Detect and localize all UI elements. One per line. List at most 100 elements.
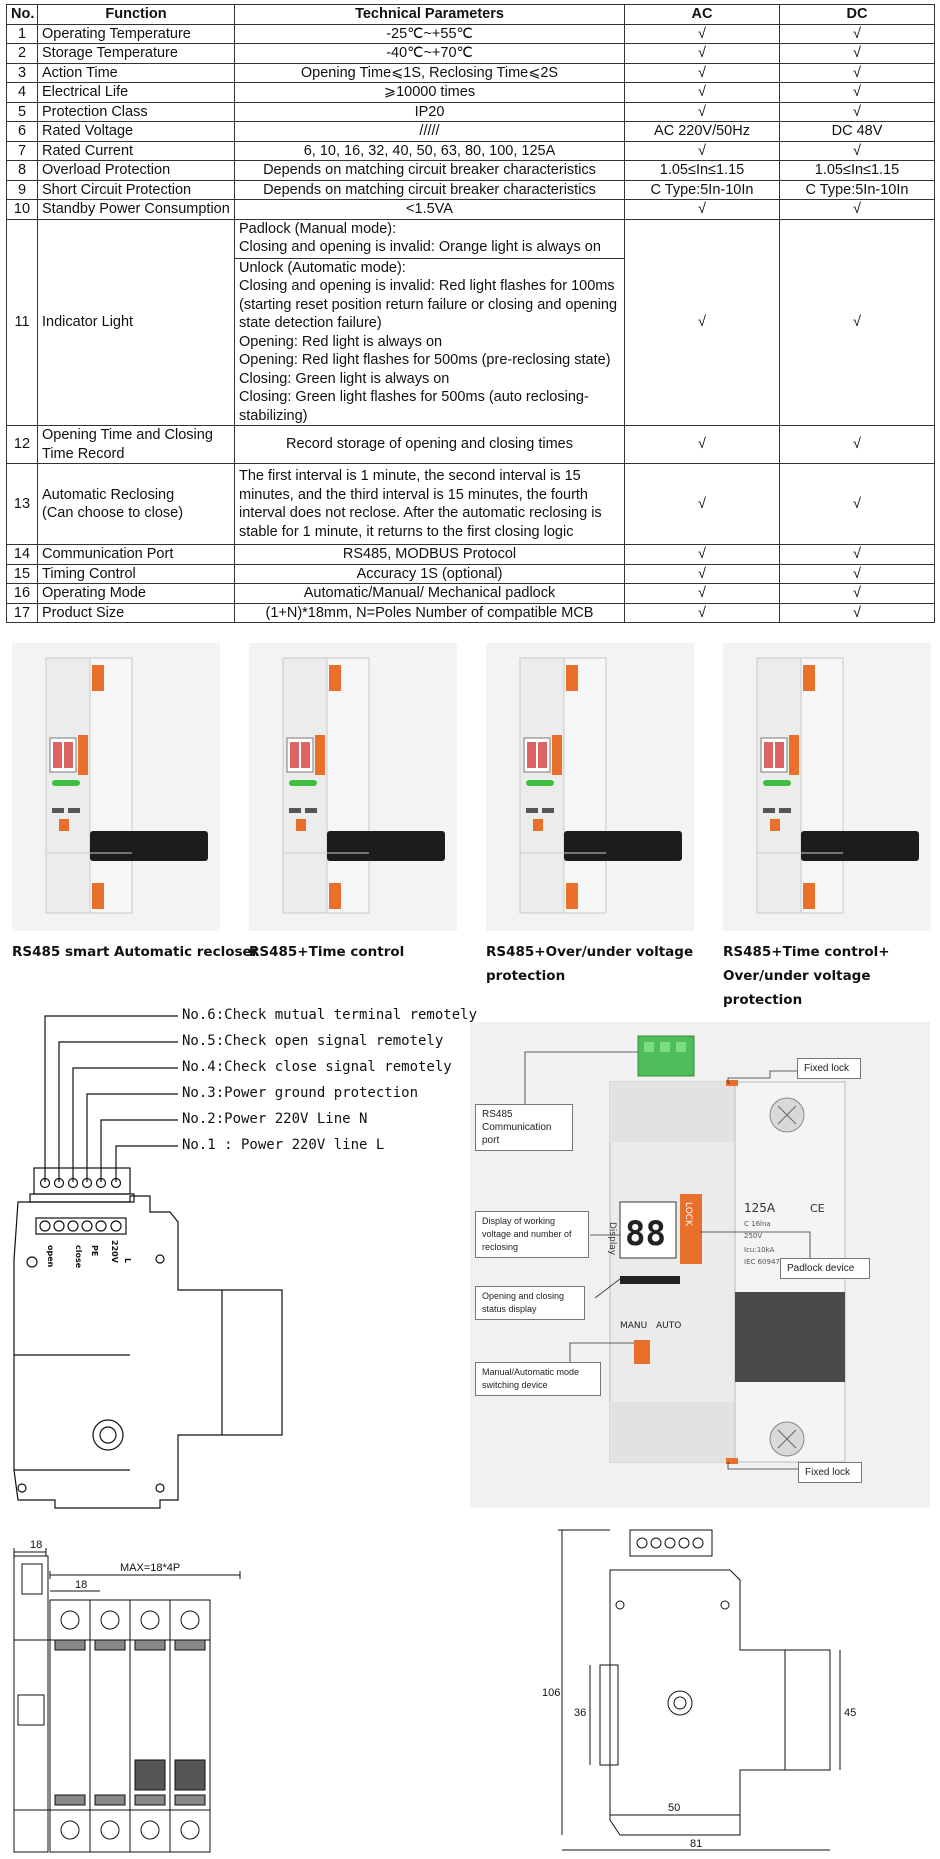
cell-dc: C Type:5In-10In <box>779 179 935 200</box>
front-dimension-drawing: 18 18 MAX=18*4P <box>13 1540 241 1853</box>
terminal-mark-pe: PE <box>90 1245 99 1256</box>
cell-params: -25℃~+55℃ <box>234 23 625 44</box>
cell-dc: √ <box>779 425 935 464</box>
spec-table: No. Function Technical Parameters AC DC … <box>6 4 935 623</box>
cell-params: <1.5VA <box>234 199 625 220</box>
cell-dc: DC 48V <box>779 121 935 142</box>
dim-36: 36 <box>574 1707 586 1719</box>
product-caption-2: RS485+Time control <box>249 940 404 964</box>
cell-ac: √ <box>624 563 780 584</box>
cell-params: IP20 <box>234 101 625 122</box>
lock-text: LOCK <box>683 1202 693 1227</box>
wire-line-5 <box>58 1041 178 1182</box>
annotation-display: Display of working voltage and number of… <box>475 1211 589 1258</box>
cell-ac: √ <box>624 544 780 565</box>
cell-dc: √ <box>779 602 935 623</box>
breaker-handle[interactable] <box>735 1292 845 1382</box>
caption-line: RS485 smart Automatic recloser <box>12 944 259 960</box>
cell-function: Protection Class <box>37 101 235 122</box>
function-line: Time Record <box>42 445 125 462</box>
wire-label-5: No.5:Check open signal remotely <box>182 1033 444 1049</box>
cell-dc: √ <box>779 218 935 426</box>
terminal-mark-220v: 220V <box>110 1240 119 1264</box>
svg-text:88: 88 <box>625 1214 666 1254</box>
cell-ac: √ <box>624 602 780 623</box>
mode-switch[interactable] <box>634 1340 650 1364</box>
cell-dc: √ <box>779 544 935 565</box>
cell-function: Short Circuit Protection <box>37 179 235 200</box>
product-photo-2 <box>249 643 457 931</box>
padlock-line: Closing and opening is invalid: Orange l… <box>239 239 601 255</box>
cell-params: RS485, MODBUS Protocol <box>234 544 625 565</box>
cell-dc: 1.05≤In≤1.15 <box>779 160 935 181</box>
cell-indicator-params: Padlock (Manual mode): Closing and openi… <box>234 218 625 426</box>
caption-line: Over/under voltage protection <box>723 968 871 1008</box>
cell-function: Action Time <box>37 62 235 83</box>
cell-no: 7 <box>6 140 38 161</box>
cell-params: Opening Time⩽1S, Reclosing Time⩽2S <box>234 62 625 83</box>
cell-params: 6, 10, 16, 32, 40, 50, 63, 80, 100, 125A <box>234 140 625 161</box>
caption-line: RS485+Time control+ <box>723 944 890 960</box>
dim-max: MAX=18*4P <box>120 1562 180 1574</box>
cell-dc: √ <box>779 140 935 161</box>
cell-dc: √ <box>779 62 935 83</box>
cell-function: Opening Time and Closing Time Record <box>37 425 235 464</box>
wire-label-1: No.1 : Power 220V line L <box>182 1137 385 1153</box>
cell-dc: √ <box>779 583 935 604</box>
wire-line-6 <box>44 1015 178 1182</box>
cell-params: (1+N)*18mm, N=Poles Number of compatible… <box>234 602 625 623</box>
cell-ac: √ <box>624 199 780 220</box>
annotation-padlock: Padlock device <box>780 1258 870 1279</box>
cell-function: Rated Voltage <box>37 121 235 142</box>
unlock-line: Closing: Green light is always on <box>239 370 450 387</box>
cell-no: 12 <box>6 425 38 464</box>
cell-params: ///// <box>234 121 625 142</box>
device-outline <box>13 1195 283 1509</box>
cell-no: 1 <box>6 23 38 44</box>
breaker-icu: Icu:10kA <box>744 1246 775 1254</box>
cell-ac: √ <box>624 23 780 44</box>
product-photo-4 <box>723 643 931 931</box>
product-photo-1 <box>12 643 220 931</box>
cell-params: Accuracy 1S (optional) <box>234 563 625 584</box>
unlock-line: Closing and opening is invalid: Red ligh… <box>239 278 618 331</box>
cell-dc: √ <box>779 199 935 220</box>
cell-params: Depends on matching circuit breaker char… <box>234 179 625 200</box>
cell-function: Standby Power Consumption <box>37 199 235 220</box>
dim-50: 50 <box>668 1802 680 1814</box>
auto-label: AUTO <box>656 1321 681 1331</box>
annotation-status: Opening and closing status display <box>475 1286 585 1320</box>
function-line: Opening Time and Closing <box>42 427 213 443</box>
cell-no: 6 <box>6 121 38 142</box>
cell-no: 13 <box>6 463 38 545</box>
lock-panel <box>680 1194 702 1264</box>
cell-ac: √ <box>624 43 780 64</box>
wire-label-3: No.3:Power ground protection <box>182 1085 419 1101</box>
cell-no: 16 <box>6 583 38 604</box>
cell-function: Electrical Life <box>37 82 235 103</box>
annotated-device-photo: 88 Display LOCK MANU AUTO 125A C 16lna 2… <box>470 1022 930 1508</box>
cell-function: Overload Protection <box>37 160 235 181</box>
cell-function: Storage Temperature <box>37 43 235 64</box>
cell-ac: AC 220V/50Hz <box>624 121 780 142</box>
breaker-voltage: 250V <box>744 1232 762 1240</box>
header-function: Function <box>37 4 235 25</box>
cell-ac: √ <box>624 463 780 545</box>
digital-display <box>619 1201 677 1259</box>
header-no: No. <box>6 4 38 25</box>
cell-dc: √ <box>779 101 935 122</box>
cell-params: Automatic/Manual/ Mechanical padlock <box>234 583 625 604</box>
header-params: Technical Parameters <box>234 4 625 25</box>
cell-no: 10 <box>6 199 38 220</box>
breaker-brand: C 16lna <box>744 1220 771 1228</box>
cell-no: 4 <box>6 82 38 103</box>
unlock-block: Unlock (Automatic mode): Closing and ope… <box>239 259 620 426</box>
manu-label: MANU <box>620 1321 647 1331</box>
annotation-fixed-lock-top: Fixed lock <box>797 1058 861 1079</box>
unlock-line: Closing: Green light flashes for 500ms (… <box>239 389 589 424</box>
cell-function: Rated Current <box>37 140 235 161</box>
